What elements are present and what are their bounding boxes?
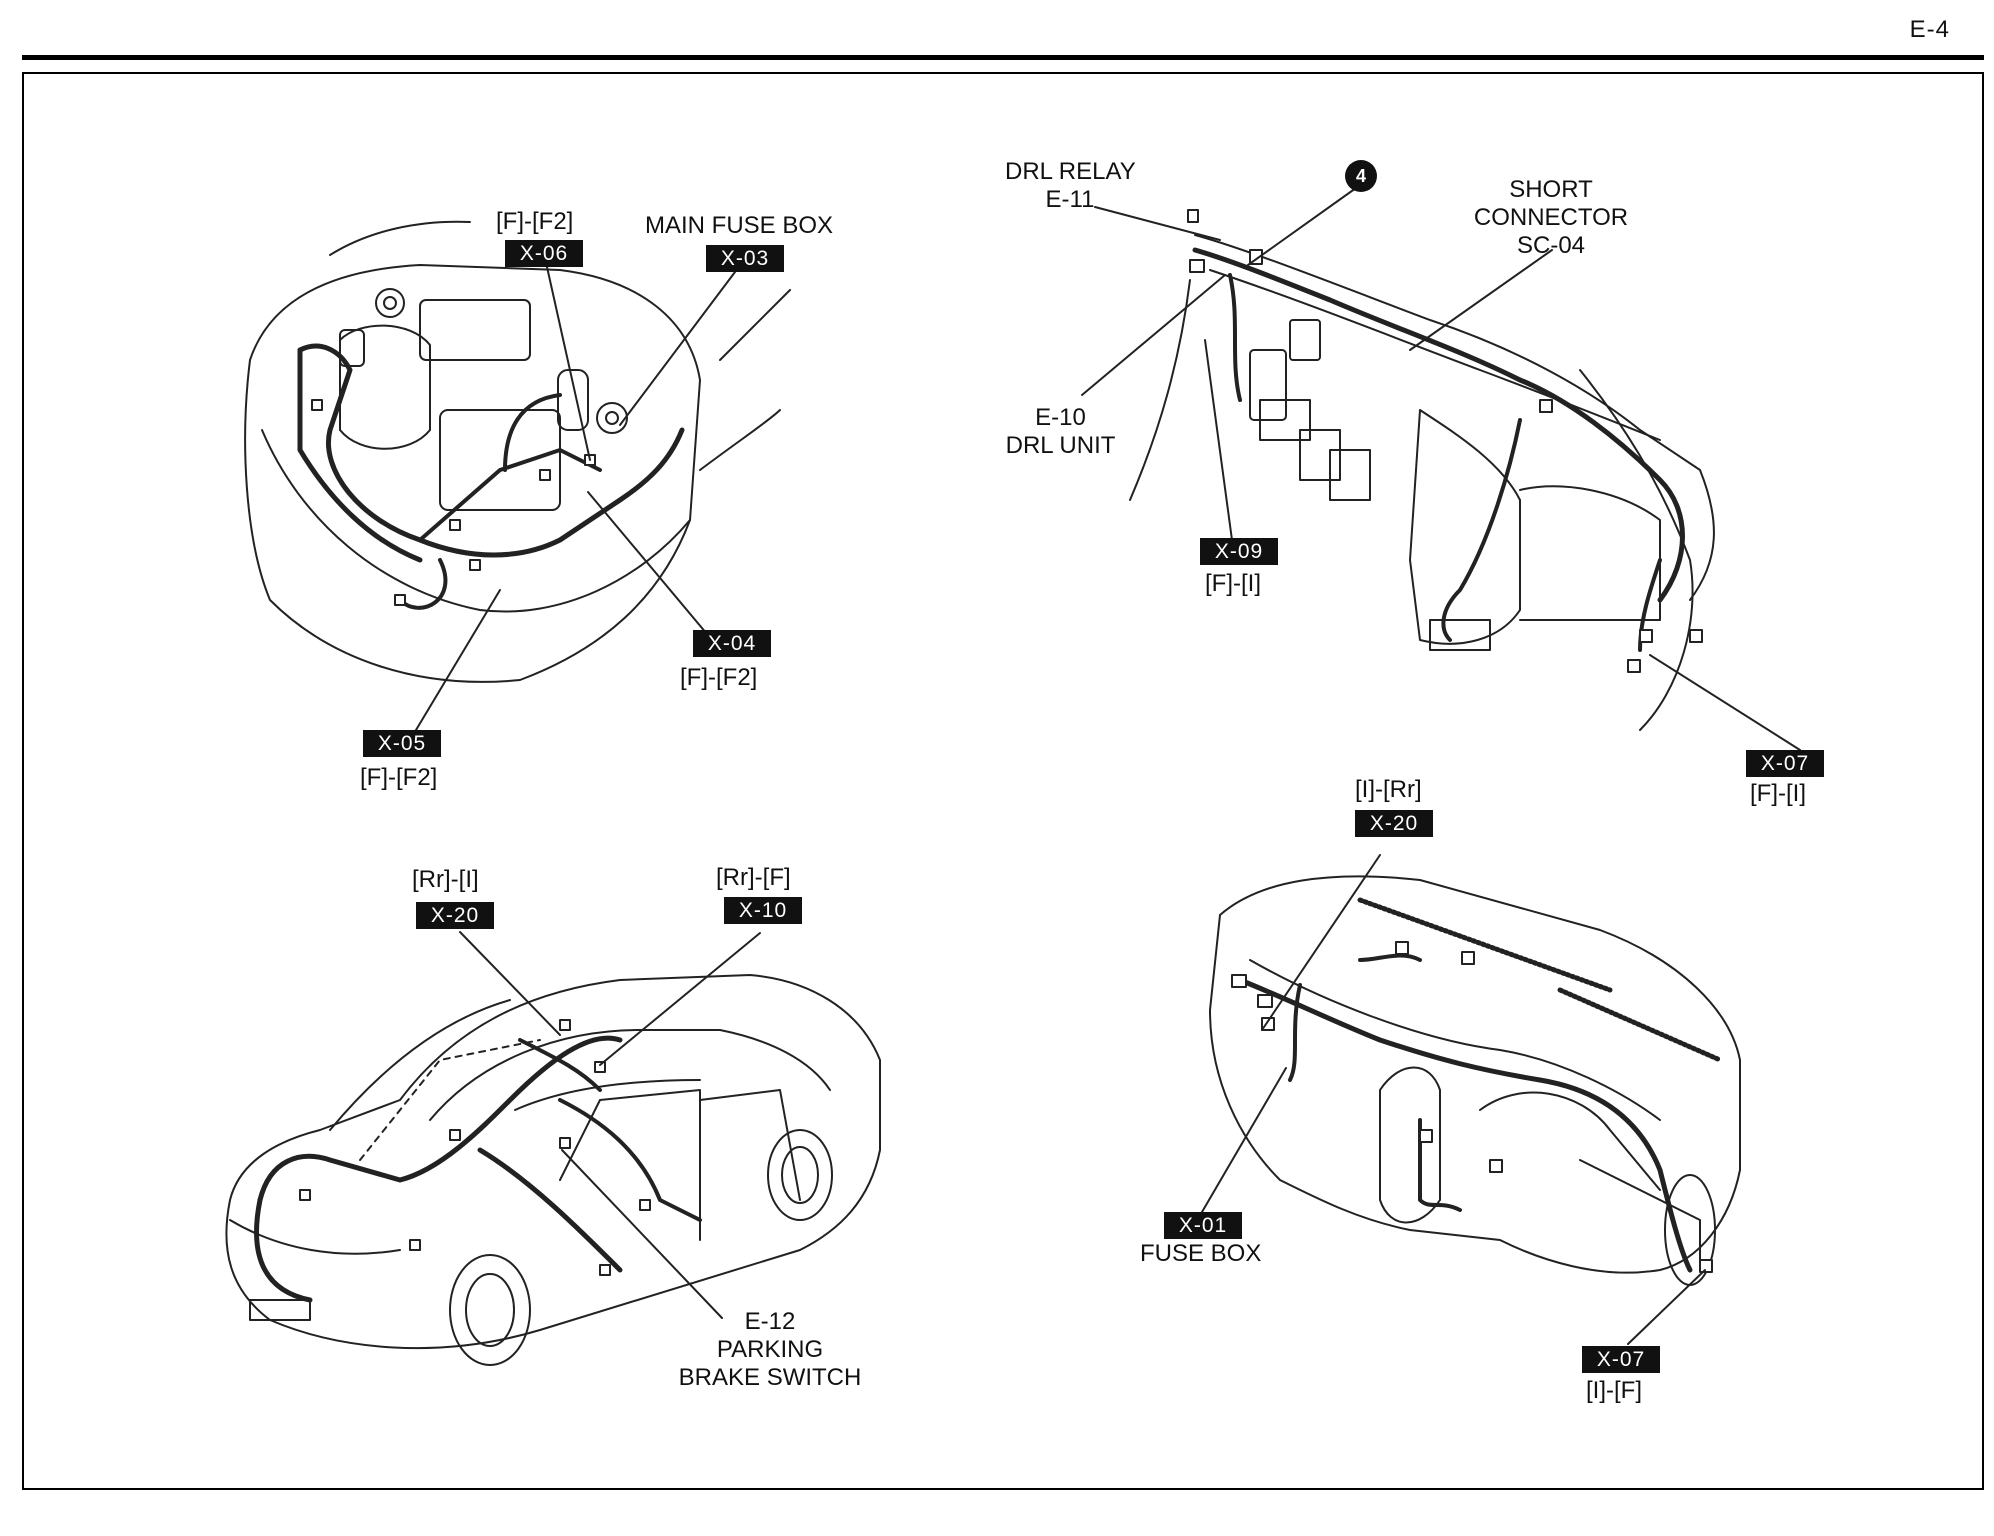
callout-marker: 4 <box>1345 160 1377 192</box>
drl-unit-line2: DRL UNIT <box>1005 432 1116 459</box>
x20-dash-tag: X-20 <box>1355 810 1433 837</box>
engine-bay-illustration <box>244 220 791 683</box>
x07-rear-tag: X-07 <box>1582 1346 1660 1373</box>
x04-label: [F]-[F2] <box>680 664 758 691</box>
drl-unit-line1: E-10 <box>1035 404 1086 431</box>
sedan-leader-lines <box>459 931 761 1319</box>
front-dash-leader-lines <box>1081 187 1801 751</box>
x07-front-tag: X-07 <box>1746 750 1824 777</box>
x04-tag: X-04 <box>693 630 771 657</box>
page-number: E-4 <box>1909 16 1950 43</box>
x09-label: [F]-[I] <box>1205 570 1261 597</box>
diagram-frame <box>22 72 1984 1490</box>
x20-dash-label: [I]-[Rr] <box>1355 776 1422 803</box>
drl-unit-label: E-10 DRL UNIT <box>998 404 1123 460</box>
x01-tag: X-01 <box>1164 1212 1242 1239</box>
parking-brake-line2: PARKING <box>716 1336 824 1363</box>
parking-brake-switch-label: E-12 PARKING BRAKE SWITCH <box>670 1308 870 1392</box>
top-rule <box>22 55 1984 60</box>
short-connector-label: SHORT CONNECTOR SC-04 <box>1465 176 1637 260</box>
x10-label: [Rr]-[F] <box>716 864 791 891</box>
rear-dash-leader-lines <box>1201 854 1706 1345</box>
x05-tag: X-05 <box>363 730 441 757</box>
short-connector-line1: SHORT <box>1509 176 1593 203</box>
x07-front-label: [F]-[I] <box>1750 780 1806 807</box>
parking-brake-line1: E-12 <box>744 1308 796 1335</box>
front-dash-illustration <box>1129 209 1715 731</box>
x06-tag: X-06 <box>505 240 583 267</box>
x06-label: [F]-[F2] <box>496 208 574 235</box>
x05-label: [F]-[F2] <box>360 764 438 791</box>
drl-relay-label: DRL RELAY E-11 <box>1005 158 1136 214</box>
drl-relay-line1: DRL RELAY <box>1005 158 1136 185</box>
x03-tag: X-03 <box>706 245 784 272</box>
short-connector-line3: SC-04 <box>1516 232 1586 259</box>
rear-dash-illustration <box>1209 875 1741 1286</box>
x20-body-tag: X-20 <box>416 902 494 929</box>
x10-tag: X-10 <box>724 897 802 924</box>
x09-tag: X-09 <box>1200 538 1278 565</box>
engine-bay-leader-lines <box>409 257 739 741</box>
x20-body-label: [Rr]-[I] <box>412 866 479 893</box>
parking-brake-line3: BRAKE SWITCH <box>678 1364 862 1391</box>
fuse-box-label: FUSE BOX <box>1140 1240 1262 1267</box>
drl-relay-line2: E-11 <box>1045 186 1095 213</box>
main-fuse-box-label: MAIN FUSE BOX <box>645 212 834 239</box>
x07-rear-label: [I]-[F] <box>1586 1377 1642 1404</box>
sedan-illustration <box>225 974 881 1366</box>
short-connector-line2: CONNECTOR <box>1473 204 1629 231</box>
